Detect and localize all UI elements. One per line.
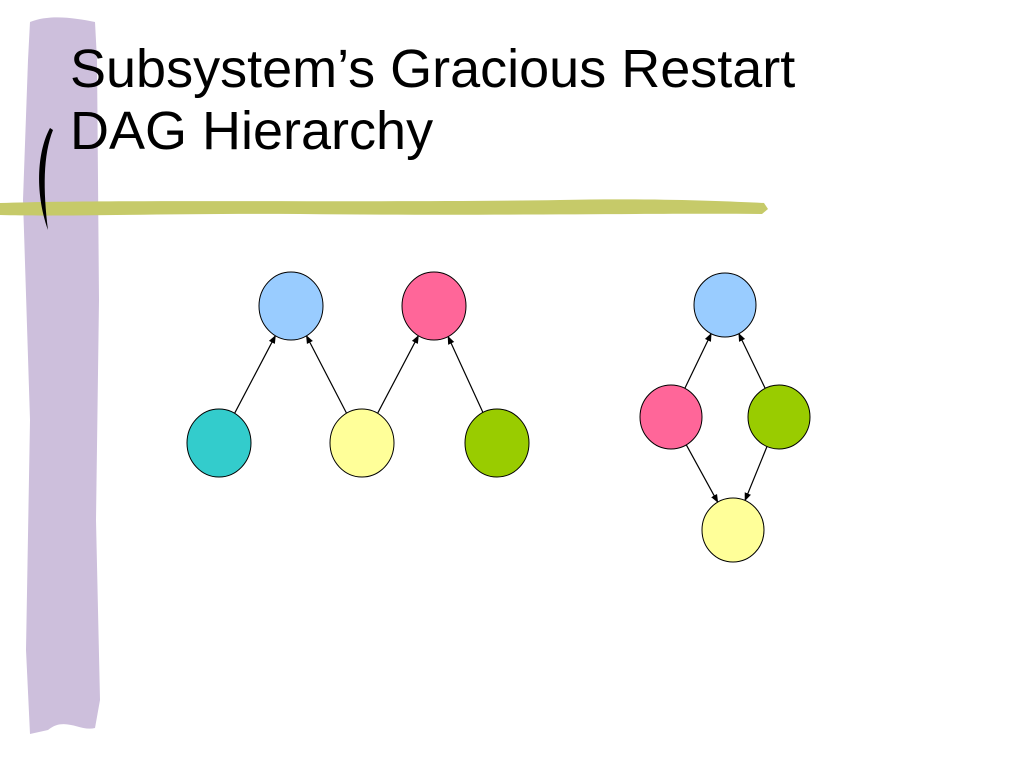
dag-node-c [186,408,252,478]
dag-node-a [693,272,757,338]
dag-edge-e-to-b [447,335,484,413]
slide-title-line2: DAG Hierarchy [70,101,434,161]
dag-edge-c-to-a [234,334,276,414]
dag-node-b [401,271,467,341]
dag-node-d [329,408,395,478]
dag-edge-c-to-d [744,446,768,502]
dag-node-e [464,408,530,478]
slide-title: Subsystem’s Gracious Restart DAG Hierarc… [70,38,795,162]
dag-node-c [747,384,811,450]
title-underline [0,199,768,216]
bracket-mark [39,128,53,230]
dag-edge-b-to-a [684,332,712,389]
dag-node-a [258,271,324,341]
dag-edge-d-to-a [305,335,348,414]
slide-title-line1: Subsystem’s Gracious Restart [70,39,796,99]
dag-node-d [701,497,765,563]
dag-edge-c-to-a [738,332,766,389]
dag-node-b [639,384,703,450]
dag-edge-d-to-b [377,334,419,414]
dag-edge-b-to-d [685,444,719,503]
